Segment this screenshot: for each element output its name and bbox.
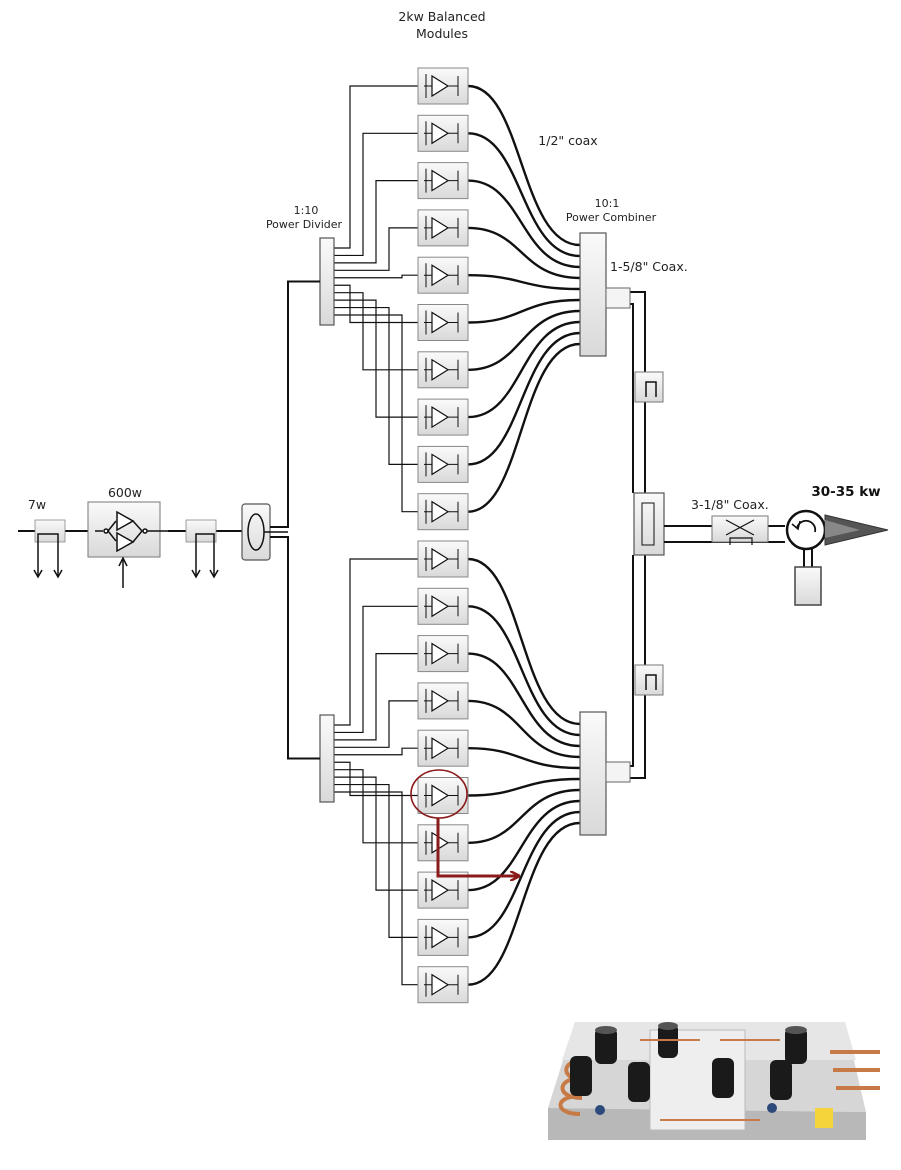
lower-power-divider (320, 715, 334, 802)
module-input-line (334, 300, 418, 417)
modules-label-line2: Modules (416, 26, 468, 41)
power-combiner-label: Power Combiner (566, 211, 657, 224)
circulator-load (795, 549, 821, 605)
input-power-label: 7w (28, 497, 46, 512)
upper-divider-feed (270, 282, 320, 528)
module-input-line (334, 777, 418, 890)
module-photo (548, 1022, 880, 1140)
power-combiner-ratio: 10:1 (595, 197, 620, 210)
modules-label-line1: 2kw Balanced (398, 9, 485, 24)
power-divider-ratio: 1:10 (294, 204, 319, 217)
half-inch-coax-line (468, 748, 580, 768)
output-power-label: 30-35 kw (811, 484, 880, 500)
output-chain (634, 372, 888, 695)
upper-power-divider (320, 238, 334, 325)
half-inch-coax-line (468, 333, 580, 464)
half-inch-coax-line (468, 300, 580, 323)
half-inch-coax-line (468, 823, 580, 985)
circulator-icon (787, 511, 825, 549)
half-inch-coax-line (468, 311, 580, 370)
module-input-line (334, 275, 418, 278)
lower-power-combiner (580, 712, 606, 835)
half-inch-coax-line (468, 779, 580, 796)
lower-divider-feed (270, 537, 320, 759)
driver-power-label: 600w (108, 485, 142, 500)
upper-coax-flange (606, 288, 630, 308)
power-divider-label: Power Divider (266, 218, 343, 231)
module-input-line (334, 748, 418, 755)
amplifier-network (270, 68, 645, 1003)
lower-coax-inner (606, 555, 633, 766)
module-input-line (334, 654, 418, 740)
hybrid-splitter (242, 504, 288, 560)
combining-tee (634, 493, 664, 555)
input-chain (18, 502, 288, 588)
upper-coupler-icon (635, 372, 663, 402)
coax-318-label: 3-1/8" Coax. (691, 497, 769, 512)
output-arrow-icon (825, 515, 888, 545)
driver-amplifier-600w (88, 502, 170, 588)
upper-power-combiner (580, 233, 606, 356)
lower-coax-flange (606, 762, 630, 782)
upper-coax-inner (606, 304, 633, 493)
half-inch-coax-label: 1/2" coax (538, 133, 597, 148)
output-coupler-icon (712, 516, 768, 545)
lower-coupler-icon (635, 665, 663, 695)
driver-output-coupler-icon (186, 520, 218, 577)
input-coupler-icon (34, 520, 65, 577)
module-input-line (334, 181, 418, 263)
half-inch-coax-line (468, 606, 580, 735)
half-inch-coax-line (468, 86, 580, 245)
half-inch-coax-line (468, 133, 580, 256)
half-inch-coax-line (468, 559, 580, 724)
coax-158-label: 1-5/8" Coax. (610, 259, 688, 274)
half-inch-coax-line (468, 344, 580, 512)
